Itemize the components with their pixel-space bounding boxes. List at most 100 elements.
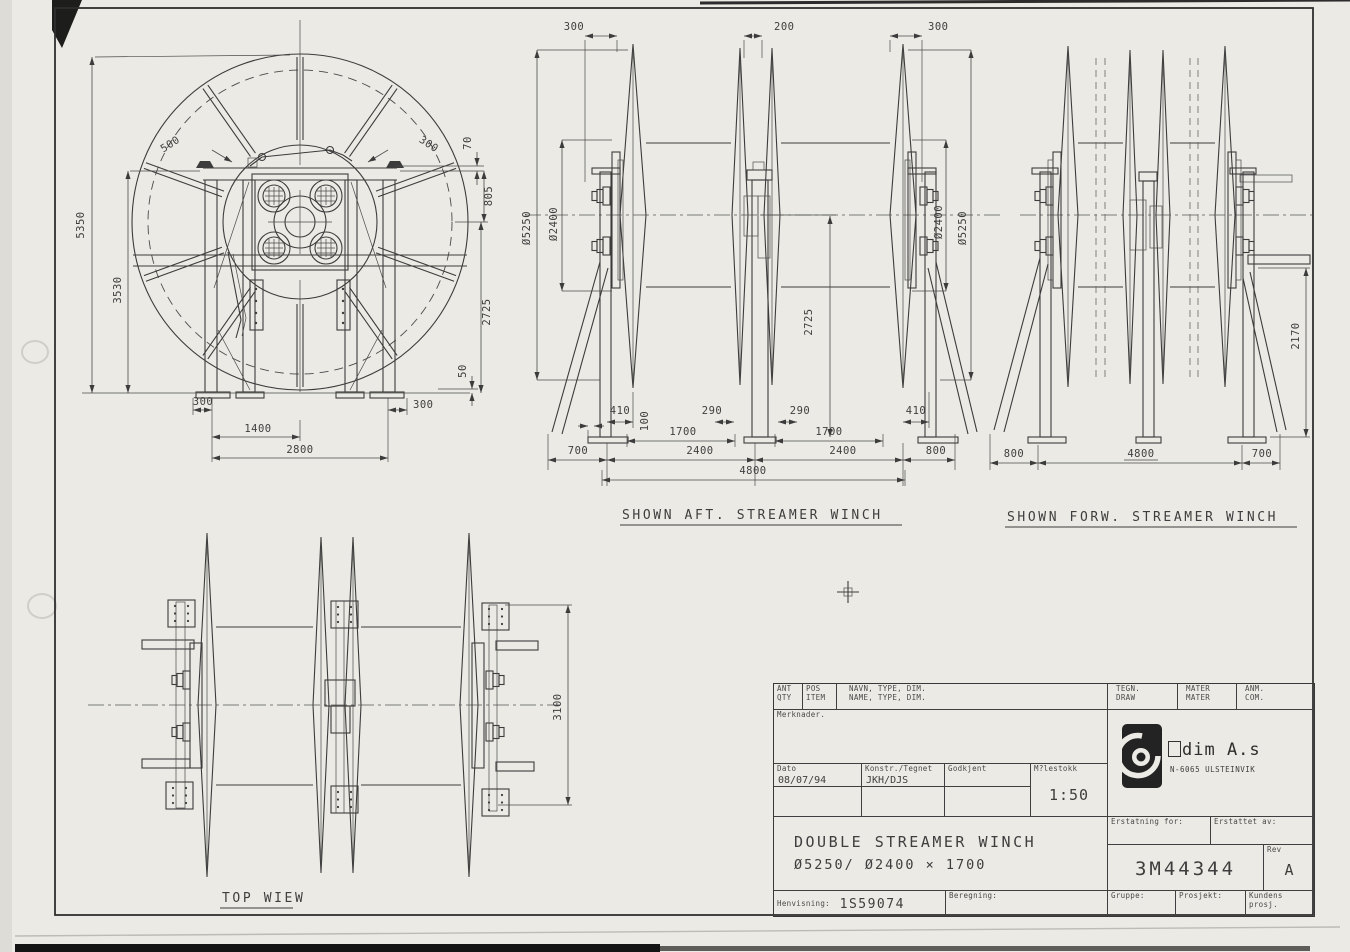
dim-50: 50 [457, 364, 469, 378]
dim-300-br: 300 [413, 399, 433, 411]
dim-dia5250-right: Ø5250 [957, 211, 969, 245]
dim-805: 805 [483, 186, 495, 206]
tb-company: dim A.s [1182, 740, 1261, 760]
dim-410-left: 410 [610, 405, 630, 417]
dim-dia2400-left: Ø2400 [548, 207, 560, 241]
dim-1700-left: 1700 [669, 426, 696, 438]
dim-1700-right: 1700 [815, 426, 842, 438]
tb-cell-merknader: Merknader. [774, 710, 1108, 764]
tb-cell-erstattet: Erstattet av: [1211, 817, 1314, 845]
forw-view-caption: SHOWN FORW. STREAMER WINCH [1007, 510, 1278, 525]
tb-cell-rev: Rev A [1264, 845, 1314, 891]
dim-300-topleft: 300 [564, 21, 584, 33]
dim-2400-right: 2400 [829, 445, 856, 457]
register-crosshair [837, 581, 859, 603]
tb-rev-label: Rev [1267, 845, 1282, 854]
tb-cell-tegn: TEGN.DRAW [1108, 684, 1178, 710]
tb-subline [774, 786, 1031, 787]
dim-5350: 5350 [75, 211, 87, 238]
tb-mater2: MATER [1186, 692, 1211, 702]
dim-3100: 3100 [552, 693, 564, 720]
dim-3530: 3530 [112, 276, 124, 303]
dim-2725-aft: 2725 [803, 308, 815, 335]
tb-henvisning-label: Henvisning: [777, 899, 830, 908]
tb-name: NAME, TYPE, DIM. [849, 692, 927, 702]
scan-top-edge [699, 0, 1350, 5]
drawing-title: DOUBLE STREAMER WINCH [794, 833, 1037, 851]
dim-700-forw: 700 [1252, 448, 1272, 460]
tb-cell-title: DOUBLE STREAMER WINCH Ø5250/ Ø2400 × 170… [774, 817, 1108, 891]
tb-cell-godkjent: Godkjent [945, 764, 1031, 817]
tb-henvisning-value: 1S59074 [839, 897, 905, 912]
dim-4800-forw: 4800 [1127, 448, 1154, 460]
tb-gruppe-label: Gruppe: [1111, 891, 1145, 900]
tb-beregning-label: Beregning: [949, 891, 998, 900]
dim-dia5250-left: Ø5250 [521, 211, 533, 245]
tb-navn: NAVN, TYPE, DIM. [849, 684, 927, 693]
tb-qty: QTY [777, 692, 792, 702]
front-view: 5350 3530 500 300 70 805 2725 50 300 300… [75, 20, 495, 462]
dim-700-aft: 700 [568, 445, 588, 457]
top-view-caption: TOP WIEW [222, 891, 305, 906]
tb-cell-anm: ANM.COM. [1237, 684, 1314, 710]
tb-cell-scale: M?lestokk 1:50 [1031, 764, 1108, 817]
tb-com: COM. [1245, 692, 1265, 702]
tb-address: N-6065 ULSTEINVIK [1170, 765, 1256, 774]
tb-mater1: MATER [1186, 684, 1211, 693]
tb-anm: ANM. [1245, 684, 1265, 693]
dim-2800: 2800 [286, 444, 313, 456]
tb-cell-dato: Dato 08/07/94 [774, 764, 862, 817]
tb-konstr-label: Konstr./Tegnet [865, 764, 933, 773]
tb-cell-kundens: Kundens prosj. [1246, 891, 1314, 916]
drawing-number: 3M44344 [1134, 858, 1237, 880]
dim-1400: 1400 [244, 423, 271, 435]
tb-cell-navn: NAVN, TYPE, DIM.NAME, TYPE, DIM. [837, 684, 1108, 710]
aft-view-caption: SHOWN AFT. STREAMER WINCH [622, 508, 883, 523]
tb-draw: DRAW [1116, 692, 1136, 702]
odim-logo-square-o [1168, 741, 1181, 757]
tb-dato-label: Dato [777, 764, 797, 773]
tb-cell-henvisning: Henvisning: 1S59074 [774, 891, 946, 916]
tb-scale-value: 1:50 [1048, 785, 1090, 804]
tb-erstattet-label: Erstattet av: [1214, 817, 1277, 826]
tb-cell-logo: dim A.s N-6065 ULSTEINVIK [1108, 710, 1314, 817]
aft-view: 300 200 300 Ø5250 Ø2400 Ø2400 Ø5250 2725… [521, 21, 1255, 526]
tb-pos: POS [806, 684, 821, 693]
dim-800-aft: 800 [926, 445, 946, 457]
dim-410-right: 410 [906, 405, 926, 417]
dim-800-forw: 800 [1004, 448, 1024, 460]
dim-290-left: 290 [702, 405, 722, 417]
top-view: 3100 TOP WIEW [88, 532, 572, 909]
tb-cell-beregning: Beregning: [946, 891, 1108, 916]
dim-dia2400-right: Ø2400 [933, 205, 945, 239]
dim-2725-front: 2725 [481, 298, 493, 325]
tb-cell-erstatning: Erstatning for: [1108, 817, 1211, 845]
odim-logo-icon [1122, 724, 1162, 788]
scan-left-shade [0, 0, 12, 952]
tb-scale-label: M?lestokk [1034, 764, 1078, 773]
tb-merknader: Merknader. [777, 710, 826, 719]
dim-2170: 2170 [1290, 322, 1302, 349]
tb-erstatning-label: Erstatning for: [1111, 817, 1184, 826]
dim-100: 100 [639, 411, 651, 431]
tb-tegn: TEGN. [1116, 684, 1141, 693]
tb-cell-number: 3M44344 [1108, 845, 1264, 891]
tb-godkjent-label: Godkjent [948, 764, 987, 773]
drawing-subtitle: Ø5250/ Ø2400 × 1700 [794, 857, 987, 873]
scan-bottom-band [15, 944, 660, 952]
dim-300-topright: 300 [928, 21, 948, 33]
punch-hole [27, 593, 57, 619]
dim-2400-left: 2400 [686, 445, 713, 457]
tb-dato-value: 08/07/94 [778, 774, 827, 786]
tb-kundens-label: Kundens prosj. [1249, 891, 1283, 909]
tb-rev-value: A [1284, 860, 1294, 879]
paper-bottom-edge [14, 926, 1341, 937]
dim-290-right: 290 [790, 405, 810, 417]
scan-bottom-band-2 [660, 946, 1310, 951]
dim-4800-aft: 4800 [739, 465, 766, 477]
